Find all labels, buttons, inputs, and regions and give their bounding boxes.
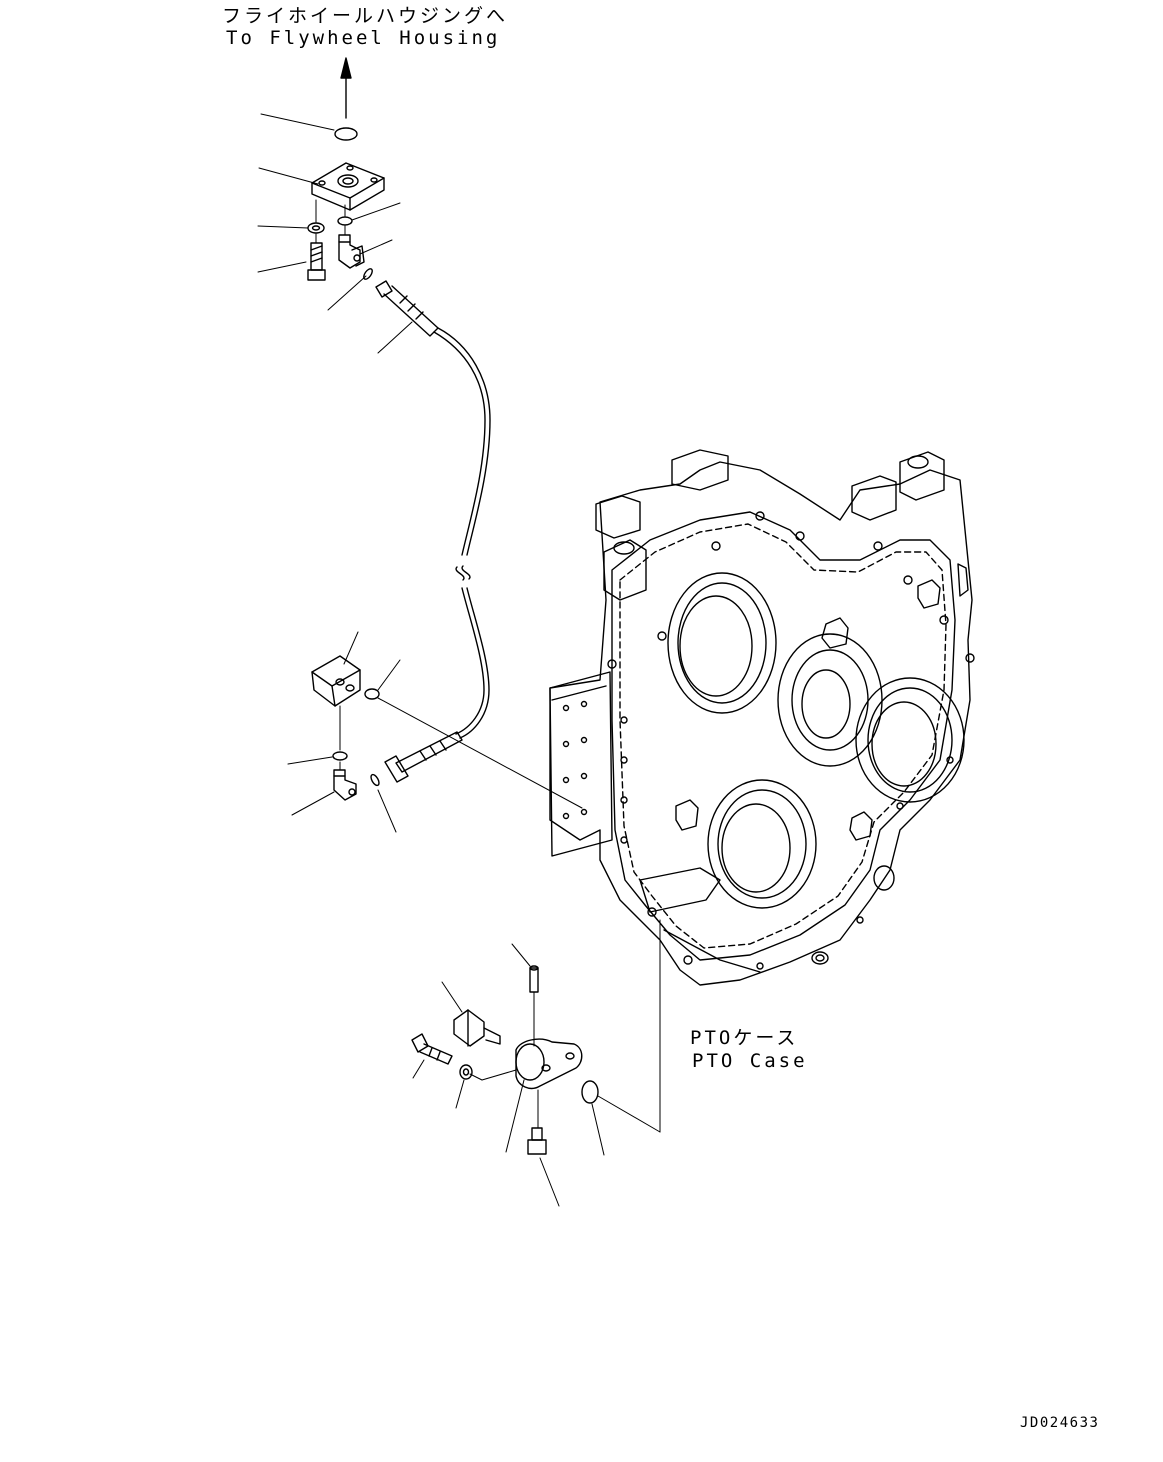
upper-washer [307, 222, 325, 234]
lower-bolt [411, 1033, 453, 1065]
lower-washer [459, 1064, 473, 1080]
lower-plug [527, 1127, 547, 1155]
flywheel-housing-label-jp: フライホイールハウジングへ [222, 5, 509, 27]
upper-flange-block [311, 162, 385, 211]
side-oring [364, 688, 380, 700]
hose-line [433, 327, 491, 739]
side-small-oring [332, 751, 348, 761]
pto-case-label-jp: PTOケース [690, 1027, 799, 1049]
lower-oring [581, 1080, 599, 1104]
pto-case-label-en: PTO Case [692, 1050, 808, 1072]
upper-bolt [307, 242, 326, 281]
upper-small-oring [337, 216, 353, 226]
drawing-code: JD024633 [1020, 1415, 1100, 1431]
side-block [311, 655, 361, 707]
pto-case [549, 449, 975, 986]
hose-lower-end [384, 731, 463, 783]
hose-upper-end [375, 280, 439, 337]
upper-elbow-fitting [338, 234, 365, 269]
upper-small-oring-2 [363, 268, 373, 280]
flywheel-direction-arrow [340, 57, 352, 119]
side-elbow-fitting [333, 769, 357, 801]
assembly-connector-lines [315, 199, 661, 1133]
flywheel-housing-label-en: To Flywheel Housing [226, 27, 501, 49]
upper-oring [334, 127, 358, 141]
dowel-pin [529, 965, 539, 993]
side-small-oring-2 [370, 773, 380, 787]
pressure-sensor [453, 1009, 501, 1047]
lower-flange-block [515, 1038, 583, 1090]
leader-lines [257, 113, 605, 1207]
